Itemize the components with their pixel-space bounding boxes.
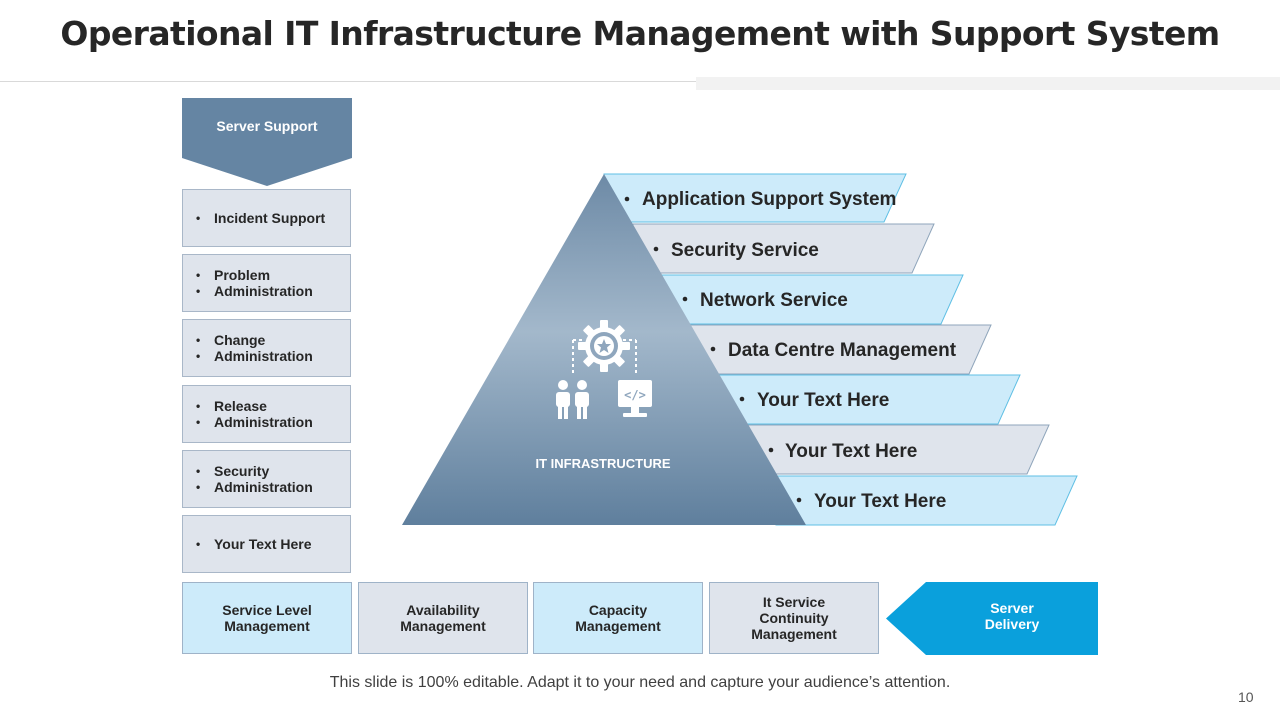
band-4: Data Centre Management [689, 324, 992, 375]
page-number: 10 [1238, 689, 1254, 705]
support-item-line: Your Text Here [196, 536, 311, 552]
title-divider [0, 81, 1280, 82]
band-2: Security Service [632, 223, 935, 274]
support-item-line: Security [196, 463, 313, 479]
svg-text:</>: </> [624, 388, 646, 402]
server-support-header: Server Support [182, 98, 352, 186]
support-item-security: Security Administration [182, 450, 351, 508]
bottom-box-line: Availability [406, 602, 480, 618]
bottom-box-line: Management [400, 618, 486, 634]
title-accent-bar [696, 77, 1280, 90]
bottom-box-line: Management [224, 618, 310, 634]
support-item-line: Release [196, 398, 313, 414]
bottom-box-line: It Service [762, 594, 826, 610]
slide-title: Operational IT Infrastructure Management… [60, 14, 1220, 53]
band-1: Application Support System [603, 173, 907, 223]
support-item-release: Release Administration [182, 385, 351, 443]
support-item-line: Administration [196, 479, 313, 495]
support-item-line: Administration [196, 414, 313, 430]
band-5-label: Your Text Here [757, 390, 889, 411]
bottom-box-line: Management [575, 618, 661, 634]
support-item-placeholder: Your Text Here [182, 515, 351, 573]
support-item-line: Problem [196, 267, 313, 283]
band-3: Network Service [661, 274, 964, 325]
bottom-box-line: Continuity [759, 610, 829, 626]
bottom-box-line: Management [751, 626, 837, 642]
code-monitor-icon: </> [618, 380, 652, 417]
footer-note: This slide is 100% editable. Adapt it to… [329, 674, 951, 691]
support-item-line: Incident Support [196, 210, 325, 226]
bottom-box-line: Capacity [588, 602, 648, 618]
gear-icon [578, 320, 630, 372]
band-6: Your Text Here [747, 424, 1050, 475]
server-delivery-line: Delivery [984, 616, 1040, 632]
pyramid-label: IT INFRASTRUCTURE [535, 456, 670, 471]
it-infrastructure-icon: </> [556, 320, 652, 419]
people-icon [556, 380, 589, 419]
support-item-change: Change Administration [182, 319, 351, 377]
band-7-label: Your Text Here [814, 491, 946, 512]
support-item-incident: Incident Support [182, 189, 351, 247]
band-3-label: Network Service [700, 290, 848, 311]
support-item-problem: Problem Administration [182, 254, 351, 312]
band-6-label: Your Text Here [785, 441, 917, 462]
support-item-line: Administration [196, 283, 313, 299]
support-item-line: Administration [196, 348, 313, 364]
band-5: Your Text Here [718, 374, 1021, 425]
band-1-label: Application Support System [642, 189, 896, 210]
server-delivery-arrow: Server Delivery [886, 582, 1098, 655]
server-support-label: Server Support [216, 118, 318, 134]
support-item-line: Change [196, 332, 313, 348]
band-2-label: Security Service [671, 240, 819, 261]
server-delivery-line: Server [990, 600, 1034, 616]
bottom-box-line: Service Level [222, 602, 312, 618]
band-7: Your Text Here [775, 475, 1078, 526]
band-4-label: Data Centre Management [728, 340, 957, 361]
